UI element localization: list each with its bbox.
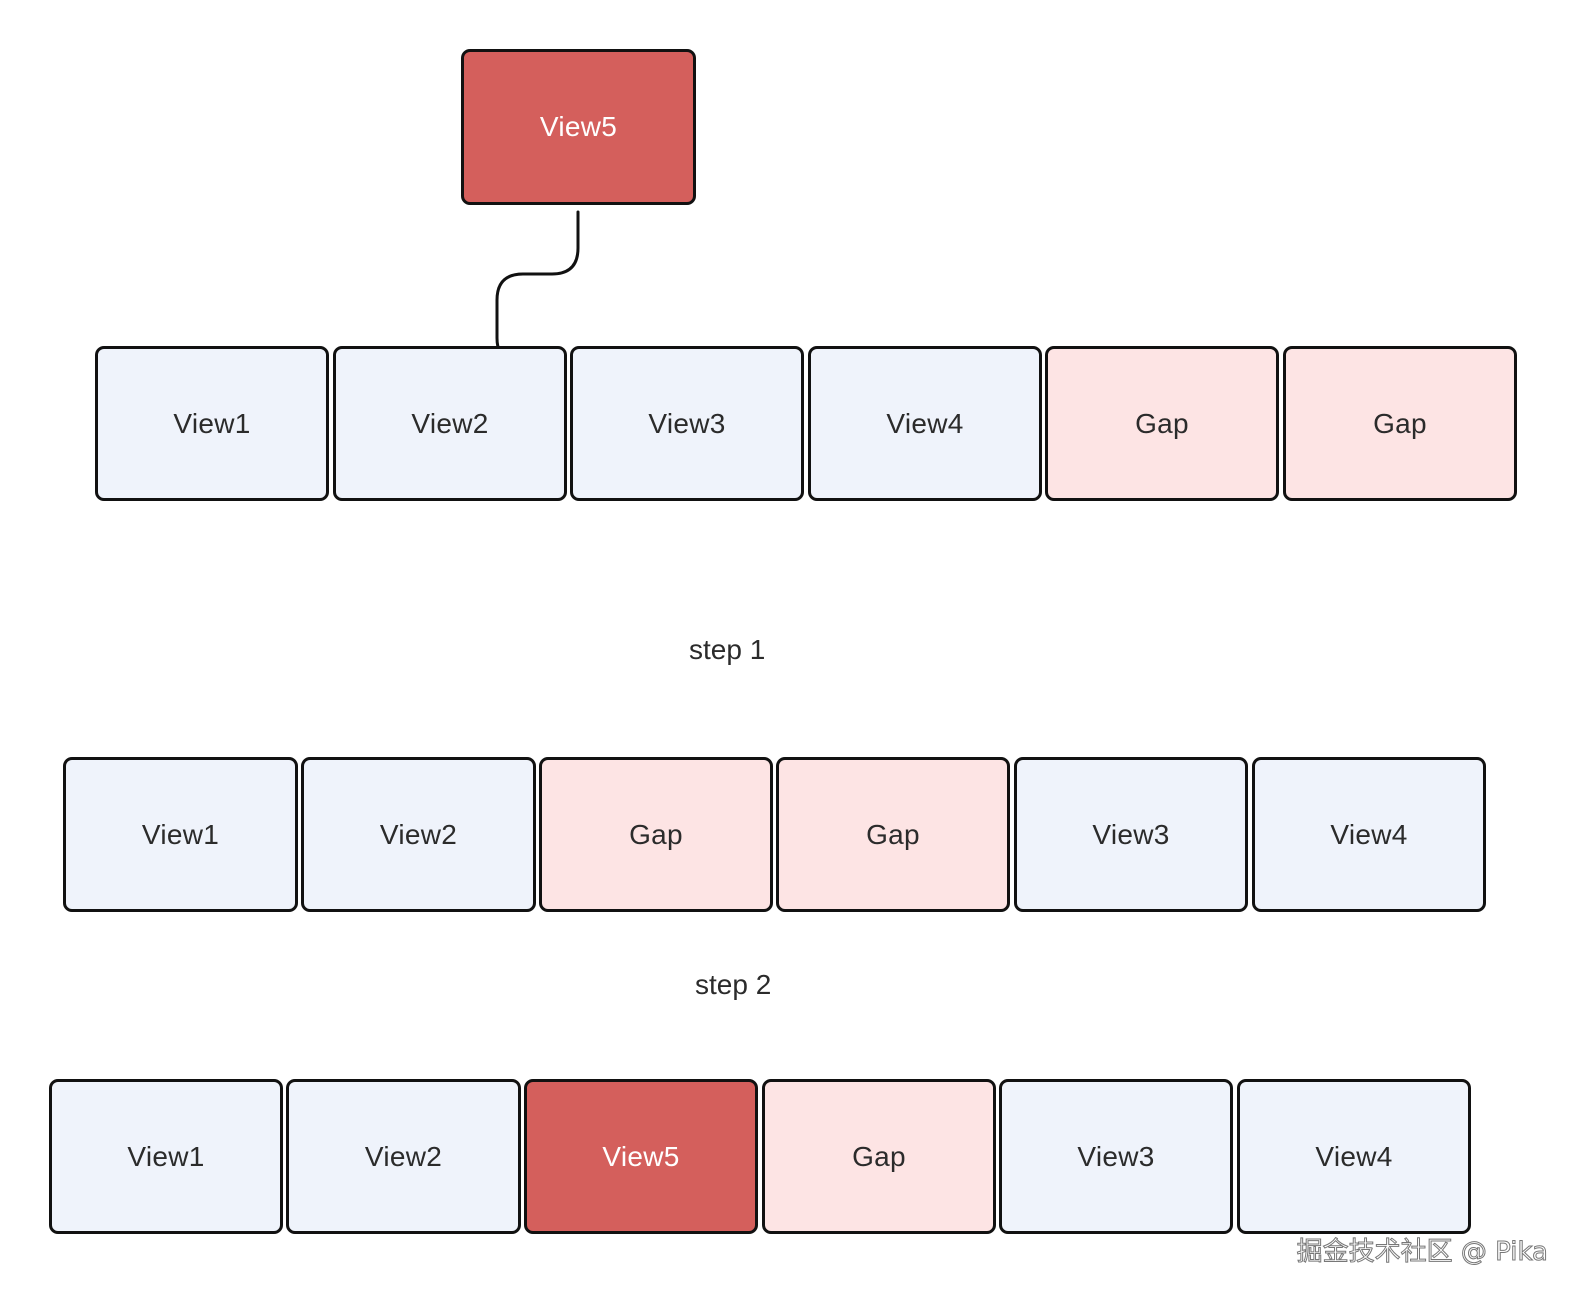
row-initial-cell: View3: [570, 346, 804, 501]
cell-label: View2: [364, 1140, 443, 1172]
row-initial-cell: Gap: [1045, 346, 1279, 501]
row-initial-cell: Gap: [1283, 346, 1517, 501]
cell-label: Gap: [629, 818, 683, 850]
step1-cell: View4: [1252, 757, 1486, 912]
step2-caption: step 2: [695, 969, 772, 1000]
cell-label: View1: [141, 818, 220, 850]
incoming-view5-box: View5: [461, 49, 696, 205]
step1-cell: Gap: [776, 757, 1010, 912]
step2-cell: View3: [999, 1079, 1233, 1234]
cell-label: Gap: [1135, 407, 1189, 439]
cell-label: View1: [173, 407, 251, 439]
row-initial-cell: View4: [808, 346, 1042, 501]
cell-label: View2: [379, 818, 458, 850]
cell-label: Gap: [866, 818, 920, 850]
step2-cell: Gap: [762, 1079, 996, 1234]
incoming-view5-label: View5: [539, 111, 618, 142]
cell-label: View4: [1330, 818, 1408, 850]
cell-label: View4: [1315, 1140, 1393, 1172]
cell-label: View3: [1077, 1140, 1155, 1172]
step2-cell: View2: [286, 1079, 521, 1234]
cell-label: View2: [411, 407, 489, 439]
step1-cell: View1: [63, 757, 298, 912]
cell-label: Gap: [852, 1140, 906, 1172]
cell-label: View4: [886, 407, 964, 439]
step1-cell: View3: [1014, 757, 1248, 912]
row-initial-cell: View2: [333, 346, 567, 501]
step2-cell: View4: [1237, 1079, 1471, 1234]
step2-cell: View5: [524, 1079, 758, 1234]
row-initial-cell: View1: [95, 346, 329, 501]
step1-cell: Gap: [539, 757, 773, 912]
step2-cell: View1: [49, 1079, 283, 1234]
cell-label: View3: [1092, 818, 1170, 850]
cell-label: View5: [602, 1140, 680, 1172]
step1-cell: View2: [301, 757, 536, 912]
cell-label: Gap: [1373, 407, 1427, 439]
cell-label: View1: [127, 1140, 205, 1172]
cell-label: View3: [648, 407, 726, 439]
step1-caption: step 1: [689, 634, 766, 665]
watermark-text: 掘金技术社区 @ Pika: [1296, 1237, 1548, 1268]
